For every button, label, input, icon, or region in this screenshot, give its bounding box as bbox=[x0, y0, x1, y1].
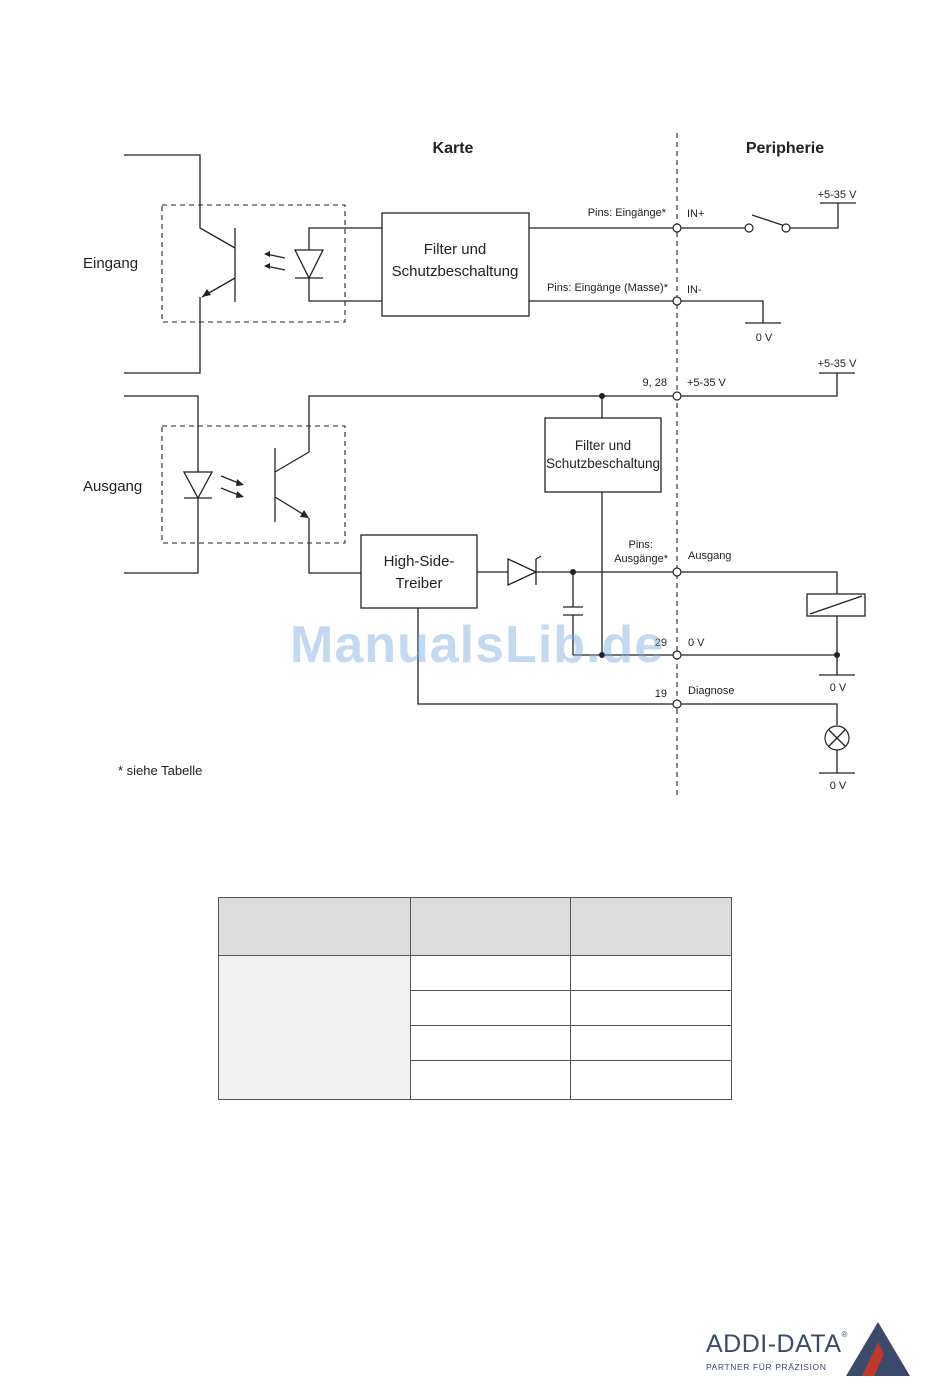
table-row bbox=[219, 1060, 732, 1100]
label-supply: +5-35 V bbox=[687, 377, 726, 389]
label-output: Ausgang bbox=[688, 550, 731, 562]
output-optocoupler bbox=[124, 395, 361, 574]
label-diagnose: Diagnose bbox=[688, 685, 734, 697]
load-coil bbox=[681, 571, 866, 655]
table-cell bbox=[410, 955, 571, 991]
table-cell bbox=[570, 1025, 732, 1061]
section-input-label: Eingang bbox=[83, 255, 138, 272]
terminal-ground bbox=[672, 650, 682, 660]
high-side-driver-box: High-Side- Treiber bbox=[360, 534, 478, 609]
terminal-supply bbox=[672, 391, 682, 401]
filter-input-line1: Filter und bbox=[424, 241, 487, 258]
pin-label-outputs-l1: Pins: bbox=[629, 539, 653, 551]
filter-output-line1: Filter und bbox=[575, 438, 631, 453]
label-in-minus: IN- bbox=[687, 284, 702, 296]
pin-label-supply: 9, 28 bbox=[643, 377, 667, 389]
table-cell bbox=[410, 1060, 571, 1100]
addi-data-logo: ADDI-DATA® PARTNER FÜR PRÄZISION bbox=[706, 1322, 916, 1382]
header-card: Karte bbox=[433, 140, 474, 157]
input-optocoupler bbox=[124, 154, 382, 374]
table-header-cell bbox=[218, 897, 411, 956]
terminal-output bbox=[672, 567, 682, 577]
table-header-row bbox=[218, 897, 732, 956]
table-header-cell bbox=[410, 897, 571, 956]
header-periphery: Peripherie bbox=[746, 140, 824, 157]
table-cell bbox=[570, 955, 732, 991]
table-row bbox=[219, 990, 732, 1026]
filter-input-line2: Schutzbeschaltung bbox=[392, 263, 519, 280]
terminal-in-plus bbox=[672, 223, 682, 233]
driver-line1: High-Side- bbox=[384, 553, 455, 570]
circuit-diagram: Karte Peripherie Eingang Ausgang bbox=[83, 133, 866, 795]
label-in-plus: IN+ bbox=[687, 208, 704, 220]
terminal-in-minus bbox=[672, 296, 682, 306]
pin-label-input-ground: Pins: Eingänge (Masse)* bbox=[547, 282, 669, 294]
table-cell bbox=[570, 1060, 732, 1100]
filter-box-input: Filter und Schutzbeschaltung bbox=[381, 212, 530, 317]
table-row bbox=[218, 955, 732, 1100]
section-output-label: Ausgang bbox=[83, 478, 142, 495]
watermark: ManualsLib.de bbox=[290, 616, 665, 674]
pin-label-diagnose: 19 bbox=[655, 688, 667, 700]
logo-triangle-icon bbox=[846, 1322, 910, 1376]
periphery-gnd-input: 0 V bbox=[756, 332, 773, 344]
input-switch bbox=[681, 202, 856, 233]
output-capacitor bbox=[563, 572, 583, 655]
table-group-cell bbox=[218, 955, 411, 1100]
diagnose-lamp bbox=[681, 703, 855, 774]
table-cell bbox=[410, 1025, 571, 1061]
pin-label-inputs: Pins: Eingänge* bbox=[588, 207, 667, 219]
footnote: * siehe Tabelle bbox=[118, 763, 202, 778]
output-diode bbox=[507, 555, 542, 587]
pin-label-outputs-l2: Ausgänge* bbox=[614, 553, 669, 565]
periphery-supply-top: +5-35 V bbox=[818, 189, 857, 201]
pin-label-ground: 29 bbox=[655, 637, 667, 649]
terminal-diagnose bbox=[672, 699, 682, 709]
logo-tagline: PARTNER FÜR PRÄZISION bbox=[706, 1362, 827, 1372]
filter-output-line2: Schutzbeschaltung bbox=[546, 456, 660, 471]
periphery-supply-out: +5-35 V bbox=[818, 358, 857, 370]
table-row bbox=[219, 1025, 732, 1061]
label-ground: 0 V bbox=[688, 637, 705, 649]
pin-assignment-table bbox=[218, 897, 732, 1100]
driver-line2: Treiber bbox=[396, 575, 443, 592]
logo-name: ADDI-DATA® bbox=[706, 1330, 848, 1358]
table-header-cell bbox=[570, 897, 732, 956]
periphery-gnd-lamp: 0 V bbox=[830, 780, 847, 792]
table-cell bbox=[570, 990, 732, 1026]
filter-box-output: Filter und Schutzbeschaltung bbox=[544, 396, 662, 655]
table-cell bbox=[410, 990, 571, 1026]
periphery-gnd-load: 0 V bbox=[830, 682, 847, 694]
